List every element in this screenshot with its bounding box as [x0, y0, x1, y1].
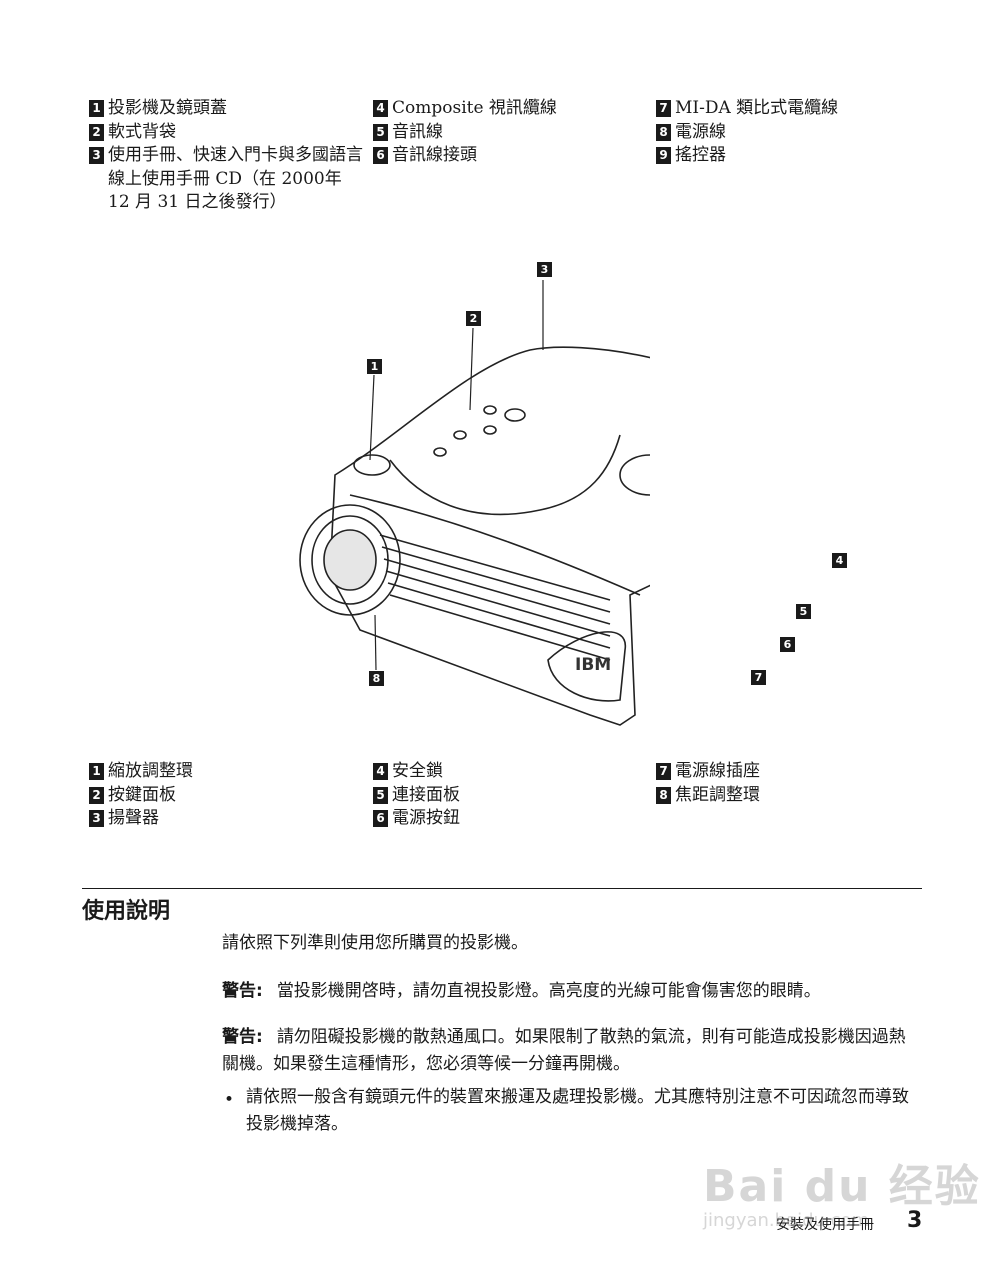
item-number: 7: [656, 763, 671, 780]
item-number: 6: [373, 147, 388, 164]
section-divider: [82, 888, 922, 889]
item-label: MI-DA 類比式電纜線: [675, 98, 839, 118]
item-number: 5: [373, 786, 388, 804]
top-panel-edge: [389, 434, 621, 516]
ibm-logo: IBM: [575, 655, 611, 675]
item-number: 1: [89, 100, 104, 117]
bullet-text: 請依照一般含有鏡頭元件的裝置來搬運及處理投影機。尤其應特別注意不可因疏忽而導致投…: [246, 1087, 909, 1134]
item-label: 搖控器: [675, 145, 726, 165]
keypad-buttons: [433, 405, 526, 457]
callout-8: 8: [369, 671, 384, 686]
brand-badge: [547, 631, 626, 702]
item-label: 縮放調整環: [108, 761, 193, 781]
item-number: 8: [656, 786, 671, 804]
speaker-grille: [353, 454, 391, 476]
section-title: 使用說明: [82, 899, 171, 924]
item-number: 2: [89, 123, 104, 141]
item-number: 3: [89, 147, 104, 164]
page-number: 3: [907, 1208, 923, 1233]
callout-2: 2: [466, 311, 481, 326]
callout-leaders: [369, 280, 544, 671]
item-number: 8: [656, 123, 671, 141]
footer-title: 安裝及使用手冊: [776, 1217, 874, 1233]
item-number: 3: [89, 810, 104, 827]
callout-3: 3: [537, 262, 552, 277]
side-vents: [379, 534, 611, 661]
item-number: 6: [373, 810, 388, 827]
warning-1: 警告: 當投影機開啓時，請勿直視投影燈。高亮度的光線可能會傷害您的眼睛。: [222, 978, 922, 1005]
warning-label: 警告:: [222, 1027, 263, 1047]
item-number: 4: [373, 763, 388, 780]
lens-ring-outer: [299, 504, 401, 616]
projector-diagram: IBM: [299, 280, 650, 726]
intro-paragraph: 請依照下列準則使用您所購買的投影機。: [222, 933, 528, 953]
item-label: 按鍵面板: [108, 784, 176, 805]
warning-text: 當投影機開啓時，請勿直視投影燈。高亮度的光線可能會傷害您的眼睛。: [276, 981, 821, 1001]
item-number: 7: [656, 100, 671, 117]
item-label: Composite 視訊纜線: [392, 98, 557, 118]
item-label: 安全鎖: [392, 761, 443, 781]
item-label: 音訊線: [392, 121, 443, 142]
callout-4: 4: [832, 553, 847, 568]
baidu-watermark: Bai du 经验 jingyan.baidu.com: [703, 1161, 981, 1231]
item-number: 5: [373, 123, 388, 141]
item-label: 電源線: [675, 121, 726, 142]
item-label: 音訊線接頭: [392, 145, 477, 165]
item-label: 電源按鈕: [392, 808, 460, 828]
item-number: 2: [89, 786, 104, 804]
warning-2: 警告:請勿阻礙投影機的散熱通風口。如果限制了散熱的氣流，則有可能造成投影機因過熱…: [222, 1024, 922, 1078]
item-number: 9: [656, 147, 671, 164]
top-dome: [619, 454, 650, 496]
item-number: 1: [89, 763, 104, 780]
item-label: 連接面板: [392, 784, 460, 805]
item-label: 揚聲器: [108, 808, 159, 828]
bullet-marker: •: [224, 1090, 235, 1110]
item-label: 焦距調整環: [675, 784, 760, 805]
item-label: 使用手冊、快速入門卡與多國語言線上使用手冊 CD（在 2000年 12 月 31…: [108, 145, 363, 212]
item-number: 4: [373, 100, 388, 117]
body-edge: [349, 494, 641, 596]
item-label: 軟式背袋: [108, 121, 176, 142]
item-label: 電源線插座: [675, 761, 760, 781]
callout-6: 6: [780, 637, 795, 652]
callout-1: 1: [367, 359, 382, 374]
lens-glass: [323, 529, 377, 591]
warning-text: 請勿阻礙投影機的散熱通風口。如果限制了散熱的氣流，則有可能造成投影機因過熱關機。…: [222, 1027, 906, 1074]
projector-body: [329, 346, 650, 726]
warning-label: 警告:: [222, 981, 263, 1001]
callout-7: 7: [751, 670, 766, 685]
item-label: 投影機及鏡頭蓋: [108, 98, 227, 118]
callout-5: 5: [796, 604, 811, 619]
